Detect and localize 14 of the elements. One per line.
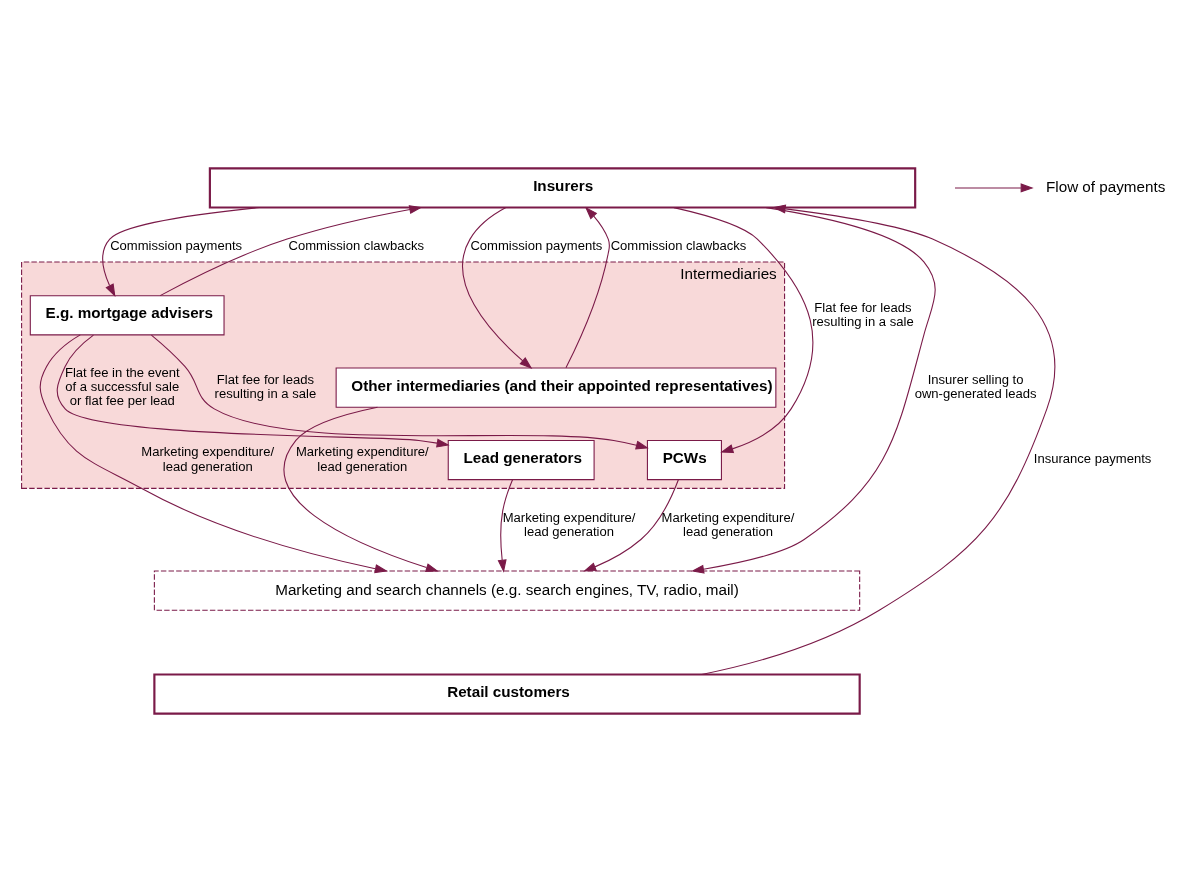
edge-label: Marketing expenditure/ lead generation <box>295 443 429 473</box>
edge-label: Flat fee for leads resulting in a sale <box>214 371 317 401</box>
edge-label: Commission clawbacks <box>610 237 747 253</box>
legend-label: Flow of payments <box>1046 177 1166 195</box>
edge-label: Commission payments <box>470 237 603 253</box>
edge-label: Commission payments <box>110 237 243 253</box>
edge-label: Marketing expenditure/ lead generation <box>502 509 636 539</box>
edge-label: Flat fee in the event of a successful sale or flat fee per lead <box>64 364 180 408</box>
edge-label: Insurer selling to own-generated leads <box>914 371 1037 401</box>
edge-label: Commission clawbacks <box>288 237 425 253</box>
edge-label: Flat fee for leads resulting in a sale <box>812 299 914 329</box>
edge-label: Marketing expenditure/ lead generation <box>141 443 275 473</box>
edge-label: Marketing expenditure/ lead generation <box>661 509 795 539</box>
edge-label: Insurance payments <box>1033 450 1152 466</box>
